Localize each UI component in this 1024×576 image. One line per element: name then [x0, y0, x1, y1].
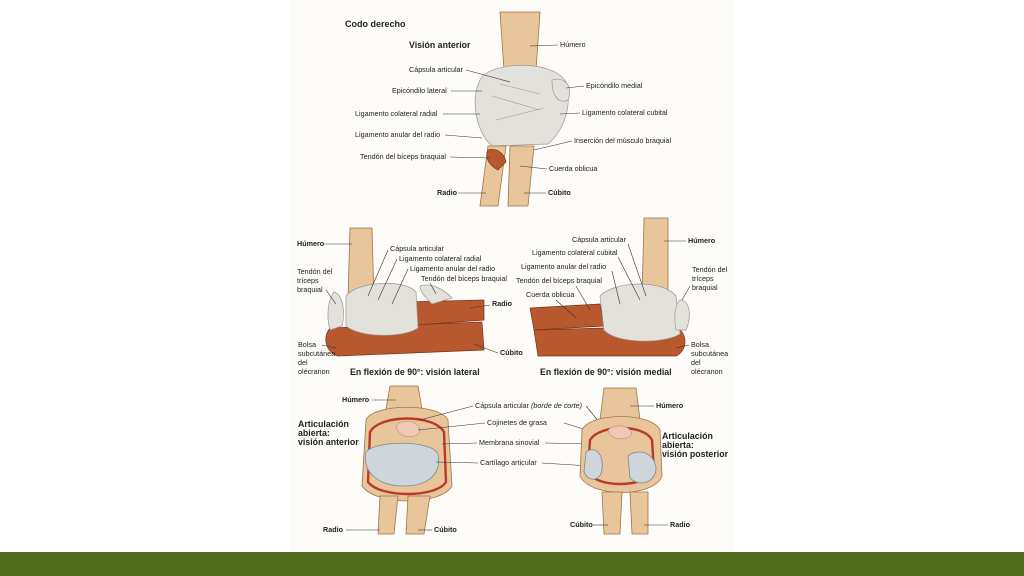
anterior-view-figure — [474, 11, 571, 207]
label-lig-anular-top: Ligamento anular del radio — [355, 130, 440, 139]
label-bolsa-lateral-2: subcutánea — [298, 349, 335, 358]
label-triceps-medial-3: braquial — [692, 283, 718, 292]
open-anterior-title-1: Articulación — [298, 419, 349, 429]
label-insercion-braquial: Inserción del músculo braquial — [574, 136, 671, 145]
elbow-anatomy-illustration: Codo derecho Visión anterior Húmero Cáps… — [297, 11, 729, 535]
humerus-shaft — [499, 11, 541, 71]
label-cubito-open-anterior: Cúbito — [434, 525, 457, 534]
label-lig-cubital-medial: Ligamento colateral cubital — [532, 248, 618, 257]
label-epicondilo-medial: Epicóndilo medial — [586, 81, 643, 90]
label-bolsa-medial-4: olécranon — [691, 367, 723, 376]
medial-view-figure — [529, 217, 690, 357]
radius-open-posterior — [629, 491, 649, 535]
lateral-view-figure — [325, 227, 485, 357]
biceps-tendon — [486, 149, 507, 171]
capsule-medial — [599, 283, 681, 342]
capsule-lateral — [345, 282, 419, 336]
label-bolsa-lateral-1: Bolsa — [298, 340, 316, 349]
label-lig-anular-medial: Ligamento anular del radio — [521, 262, 606, 271]
label-capsula-top: Cápsula articular — [409, 65, 464, 74]
label-tendon-biceps-lateral: Tendón del bíceps braquial — [421, 274, 507, 283]
label-triceps-medial-2: tríceps — [692, 274, 714, 283]
label-lig-radial-lateral: Ligamento colateral radial — [399, 254, 482, 263]
open-anterior-title-3: visión anterior — [298, 437, 359, 447]
fat-pad-open-anterior — [395, 420, 421, 438]
capsula-main-text: Cápsula articular — [475, 401, 530, 410]
label-triceps-medial-1: Tendón del — [692, 265, 728, 274]
label-triceps-lateral-2: tríceps — [297, 276, 319, 285]
joint-capsule-anterior — [474, 64, 569, 147]
open-anterior-title-2: abierta: — [298, 428, 330, 438]
ulna-shaft — [507, 145, 535, 207]
label-radio-lateral: Radio — [492, 299, 513, 308]
label-triceps-lateral-1: Tendón del — [297, 267, 333, 276]
figure-title: Codo derecho — [345, 19, 406, 29]
label-humero-open-posterior: Húmero — [656, 401, 684, 410]
label-bolsa-medial-1: Bolsa — [691, 340, 709, 349]
label-humero-lateral: Húmero — [297, 239, 325, 248]
capsula-italic-text: (borde de corte) — [531, 401, 582, 410]
label-cuerda-oblicua-top: Cuerda oblicua — [549, 164, 597, 173]
forearm-medial-upper — [529, 303, 605, 331]
triceps-tendon-lateral — [327, 291, 344, 331]
label-bolsa-lateral-4: olécranon — [298, 367, 330, 376]
medial-view-caption: En flexión de 90°: visión medial — [540, 367, 672, 377]
label-cubito-lateral: Cúbito — [500, 348, 523, 357]
label-epicondilo-lateral: Epicóndilo lateral — [392, 86, 447, 95]
label-tendon-biceps-medial: Tendón del bíceps braquial — [516, 276, 602, 285]
triceps-tendon-medial — [674, 299, 690, 331]
open-anterior-figure — [361, 385, 453, 535]
label-humero-medial: Húmero — [688, 236, 716, 245]
anterior-view-subtitle: Visión anterior — [409, 40, 471, 50]
label-bolsa-lateral-3: del — [298, 358, 308, 367]
medial-epicondyle — [551, 78, 571, 102]
label-cuerda-oblicua-medial: Cuerda oblicua — [526, 290, 574, 299]
label-capsula-lateral: Cápsula articular — [390, 244, 445, 253]
label-cubito-open-posterior: Cúbito — [570, 520, 593, 529]
fat-pad-open-posterior — [607, 425, 633, 440]
label-humero-top: Húmero — [560, 40, 586, 49]
label-cojinetes-grasa: Cojinetes de grasa — [487, 418, 547, 427]
lateral-view-caption: En flexión de 90°: visión lateral — [350, 367, 480, 377]
humerus-open-posterior — [599, 387, 641, 421]
synovial-open-anterior — [366, 417, 448, 496]
label-lig-anular-lateral: Ligamento anular del radio — [410, 264, 495, 273]
cartilage-left-open-posterior — [583, 449, 603, 480]
label-capsula-borde: Cápsula articular (borde de corte) — [475, 401, 582, 410]
label-bolsa-medial-3: del — [691, 358, 701, 367]
label-triceps-lateral-3: braquial — [297, 285, 323, 294]
footer-bar — [0, 552, 1024, 576]
label-bolsa-medial-2: subcutánea — [691, 349, 728, 358]
label-lig-colateral-cubital-top: Ligamento colateral cubital — [582, 108, 668, 117]
label-membrana-sinovial: Membrana sinovial — [479, 438, 540, 447]
label-capsula-medial: Cápsula articular — [572, 235, 627, 244]
cartilage-right-open-posterior — [627, 451, 657, 484]
label-cubito-top: Cúbito — [548, 188, 571, 197]
open-posterior-title-1: Articulación — [662, 431, 713, 441]
ulna-open-posterior — [601, 491, 623, 535]
label-radio-open-anterior: Radio — [323, 525, 344, 534]
label-radio-top: Radio — [437, 188, 458, 197]
label-humero-open-anterior: Húmero — [342, 395, 370, 404]
cartilage-open-anterior — [365, 442, 440, 487]
label-lig-colateral-radial: Ligamento colateral radial — [355, 109, 438, 118]
label-tendon-biceps-top: Tendón del bíceps braquial — [360, 152, 446, 161]
open-posterior-figure — [579, 387, 663, 535]
ulna-open-anterior — [405, 495, 431, 535]
label-radio-open-posterior: Radio — [670, 520, 691, 529]
open-posterior-title-3: visión posterior — [662, 449, 729, 459]
open-posterior-title-2: abierta: — [662, 440, 694, 450]
label-cartilago-articular: Cartílago articular — [480, 458, 537, 467]
radius-open-anterior — [377, 495, 399, 535]
anatomy-plate: Codo derecho Visión anterior Húmero Cáps… — [290, 0, 734, 552]
